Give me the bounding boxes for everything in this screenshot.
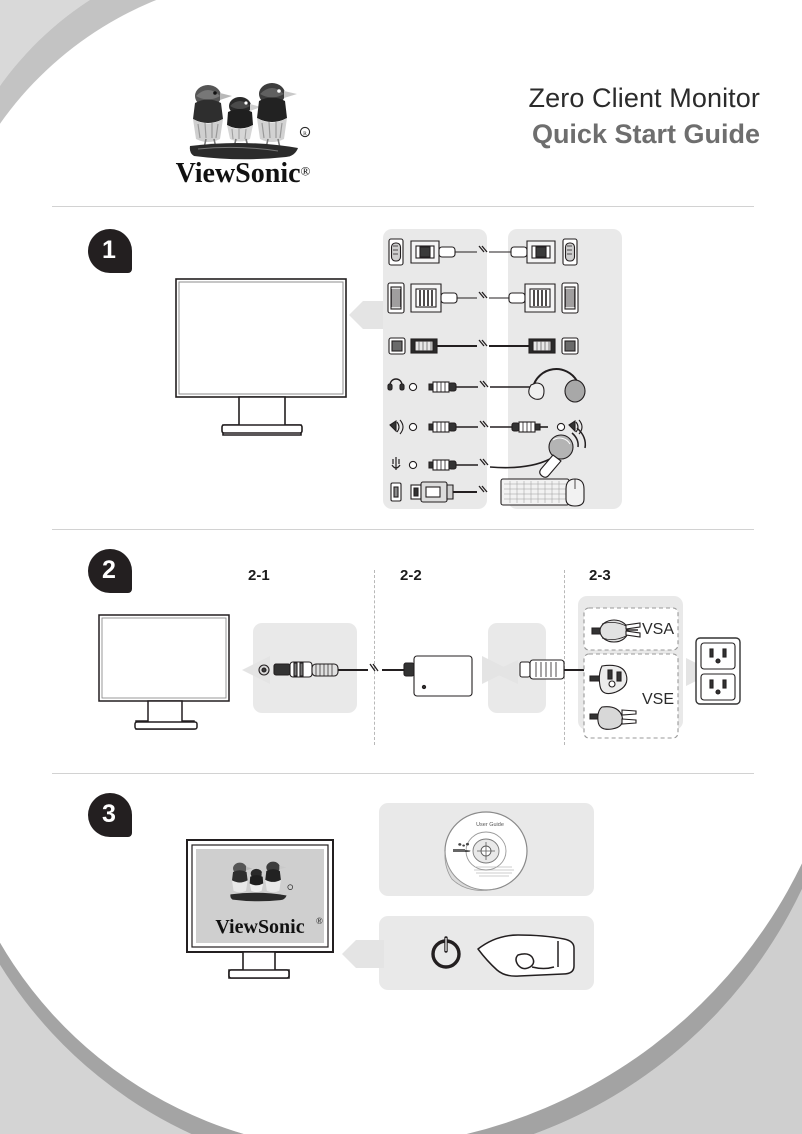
viewsonic-finches-logo: R xyxy=(168,76,318,196)
substep-divider-2 xyxy=(564,570,565,745)
page-title: Zero Client Monitor xyxy=(528,83,760,113)
substep-2-2-label: 2-2 xyxy=(400,567,422,584)
step-2-monitor xyxy=(95,612,237,737)
svg-text:R: R xyxy=(303,131,307,137)
step-1-arrow-left-icon xyxy=(349,297,391,338)
divider-step1-step2 xyxy=(52,529,754,530)
headphone-row xyxy=(387,368,586,403)
vga-row xyxy=(388,238,578,266)
step-3-pointing-hand-icon xyxy=(470,925,580,990)
substep-2-3-label: 2-3 xyxy=(589,567,611,584)
divider-step2-step3 xyxy=(52,773,754,774)
step-3-arrow-left-icon xyxy=(340,936,384,977)
step-3-badge: 3 xyxy=(88,793,132,837)
plug-type-vse-label: VSE xyxy=(642,691,674,708)
page-subtitle: Quick Start Guide xyxy=(531,118,760,149)
plug-type-vsa-label: VSA xyxy=(642,621,674,638)
step-3-monitor-front: ViewSonic ® xyxy=(185,838,341,988)
step-2-badge-shape xyxy=(88,549,132,593)
usb-row xyxy=(390,478,585,507)
line-audio-row xyxy=(389,419,583,435)
step-3-badge-shape xyxy=(88,793,132,837)
step-3-number: 3 xyxy=(102,799,116,828)
title-block: Zero Client Monitor Quick Start Guide xyxy=(440,82,760,152)
substep-divider-1 xyxy=(374,570,375,745)
svg-text:®: ® xyxy=(316,916,323,926)
substep-2-1-label: 2-1 xyxy=(248,567,270,584)
step-1-number: 1 xyxy=(102,235,116,264)
step-1-monitor xyxy=(170,275,355,440)
step-1-devices-panel xyxy=(508,229,622,509)
disc-label: User Guide xyxy=(476,822,504,828)
step-1-badge-shape xyxy=(88,229,132,273)
ethernet-row xyxy=(388,337,579,355)
step-2-number: 2 xyxy=(102,555,116,584)
deco-bottom-right-swoosh xyxy=(430,860,802,1134)
screen-wordmark: ViewSonic xyxy=(215,916,304,938)
step-2-diagram: VSA VSE xyxy=(230,600,770,755)
brand-wordmark-text: ViewSonic xyxy=(175,158,301,189)
brand-registered-mark: ® xyxy=(300,163,311,179)
divider-top xyxy=(52,206,754,207)
dvi-row xyxy=(387,282,579,314)
document-header: R ViewSonic® Zero Client Monitor Quick S… xyxy=(0,70,802,195)
step-2-badge: 2 xyxy=(88,549,132,593)
step-3-cd-disc-icon: User Guide xyxy=(438,809,534,898)
brand-wordmark: ViewSonic® xyxy=(168,158,318,190)
step-1-badge: 1 xyxy=(88,229,132,273)
step-1-connections-diagram xyxy=(383,229,623,516)
microphone-row xyxy=(391,427,587,478)
step-3-power-button-icon xyxy=(428,935,464,976)
